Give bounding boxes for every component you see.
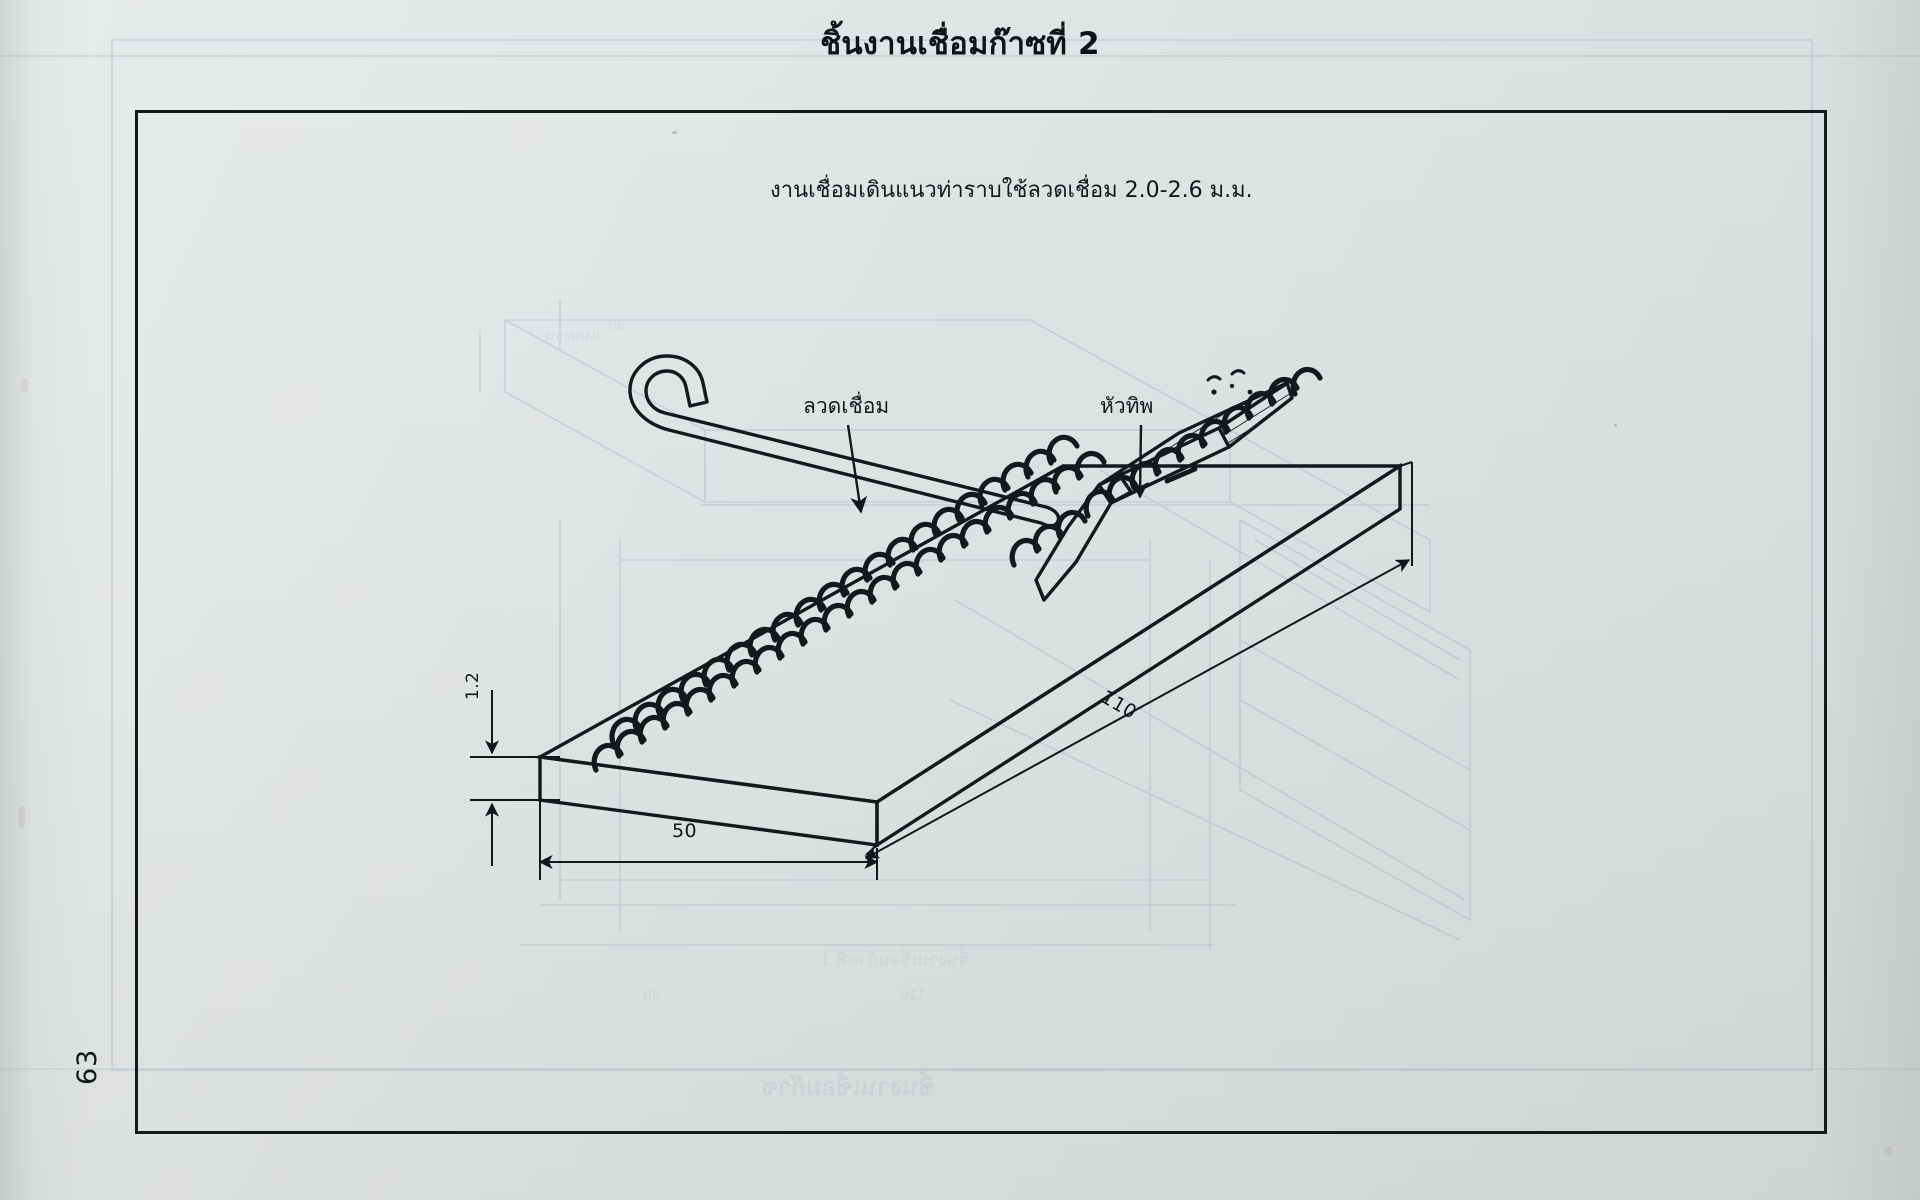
drawing-frame-border	[135, 110, 1827, 1134]
page-number: 63	[72, 1048, 103, 1085]
scan-crease-top	[0, 55, 1920, 57]
callout-leader-welding-rod	[846, 424, 868, 514]
dimension-value-width: 50	[672, 820, 697, 842]
torch-tip	[1034, 381, 1294, 602]
callout-label-torch-tip: หัวทิพ	[1100, 394, 1154, 418]
drawing-subtitle: งานเชื่อมเดินแนวท่าราบใช้ลวดเชื่อม 2.0-2…	[770, 178, 1253, 203]
dimension-value-thickness: 1.2	[463, 671, 483, 700]
welding-rod	[628, 354, 1061, 528]
dimension-line-50	[538, 760, 879, 880]
dimension-line-1-2	[470, 690, 560, 866]
weld-bead-row-1	[609, 434, 1080, 748]
scan-crease-bottom	[0, 1068, 1920, 1070]
callout-leader-torch-tip	[1131, 424, 1149, 499]
callout-label-welding-rod: ลวดเชื่อม	[803, 394, 890, 418]
dimension-line-110	[864, 461, 1413, 859]
page-title: ชิ้นงานเชื่อมก๊าซที่ 2	[820, 26, 1100, 62]
